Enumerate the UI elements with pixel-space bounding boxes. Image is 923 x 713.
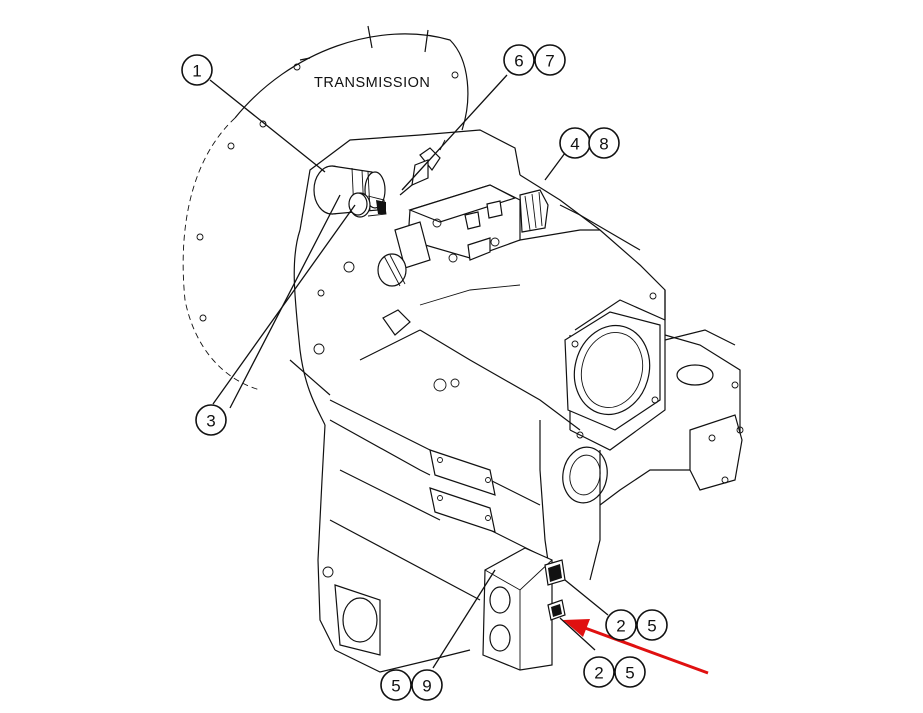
- callout-2-upper: 2: [605, 609, 637, 641]
- leader-lines: [209, 74, 609, 669]
- callout-9: 9: [411, 669, 443, 701]
- callout-1: 1: [181, 54, 213, 86]
- svg-text:5: 5: [625, 664, 634, 683]
- svg-text:5: 5: [647, 617, 656, 636]
- callout-7: 7: [534, 44, 566, 76]
- converter-housing-disc: TRANSMISSION: [182, 25, 469, 391]
- part-2-5-plug-lower: [547, 599, 566, 621]
- part-4-8-valve: [377, 184, 549, 287]
- svg-text:8: 8: [599, 135, 608, 154]
- callout-6: 6: [503, 44, 535, 76]
- svg-text:5: 5: [391, 677, 400, 696]
- callout-5-bracket: 5: [380, 669, 412, 701]
- red-arrow-indicator: [563, 619, 709, 675]
- svg-text:2: 2: [616, 617, 625, 636]
- part-3-plug: [348, 192, 368, 216]
- callout-3: 3: [195, 404, 227, 436]
- part-5-9-bracket: [482, 547, 553, 671]
- svg-text:6: 6: [514, 52, 523, 71]
- part-2-5-plug-upper: [544, 559, 566, 586]
- svg-text:7: 7: [545, 52, 554, 71]
- callout-5-upper: 5: [636, 609, 668, 641]
- svg-text:9: 9: [422, 677, 431, 696]
- svg-text:2: 2: [594, 664, 603, 683]
- callout-2-lower: 2: [583, 656, 615, 688]
- callout-8: 8: [588, 127, 620, 159]
- callout-4: 4: [559, 127, 591, 159]
- svg-text:1: 1: [192, 62, 201, 81]
- transmission-label: TRANSMISSION: [314, 75, 430, 91]
- svg-text:3: 3: [206, 412, 215, 431]
- callout-5-lower: 5: [614, 656, 646, 688]
- svg-text:4: 4: [570, 135, 579, 154]
